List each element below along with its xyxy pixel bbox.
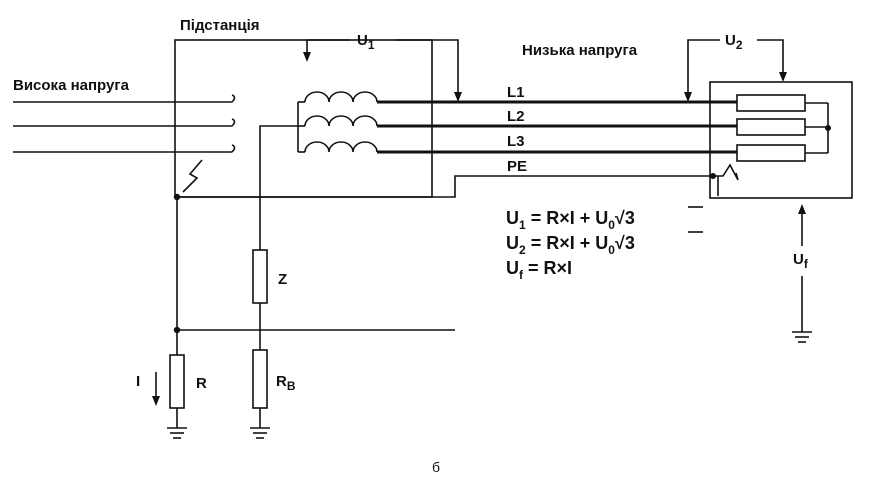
substation-ground-path <box>167 193 455 439</box>
formula-u2: U2 = R×I + U0√3 <box>506 233 635 257</box>
formula-u1: U1 = R×I + U0√3 <box>506 208 635 232</box>
uf-arrow <box>792 204 812 343</box>
current-label: I <box>136 373 140 390</box>
fault-bolt-substation <box>182 159 203 193</box>
load-resistors <box>736 94 831 162</box>
u2-label: U2 <box>725 32 743 52</box>
line-l3-label: L3 <box>507 133 525 150</box>
low-voltage-label: Низька напруга <box>522 42 638 59</box>
substation-label: Підстанція <box>180 17 260 34</box>
rb-label: RB <box>276 373 296 393</box>
transformer-coils <box>297 91 378 153</box>
formula-uf: Uf = R×I <box>506 258 572 282</box>
current-arrow <box>152 372 160 406</box>
u2-arrow <box>684 39 787 102</box>
uf-label: Uf <box>793 251 809 271</box>
phase-lines <box>377 100 737 154</box>
high-voltage-label: Висока напруга <box>13 77 130 94</box>
figure-caption: б <box>432 459 440 475</box>
line-pe-label: PE <box>507 158 527 175</box>
u1-arrow <box>303 39 462 102</box>
load-box <box>709 81 853 199</box>
line-l2-label: L2 <box>507 108 525 125</box>
line-l1-label: L1 <box>507 84 525 101</box>
r-label: R <box>196 375 207 392</box>
substation-box <box>174 39 433 198</box>
u1-label: U1 <box>357 32 375 52</box>
pe-conductor <box>175 163 739 198</box>
high-voltage-lines <box>13 94 236 153</box>
transformer-neutral-path <box>250 125 298 439</box>
z-label: Z <box>278 271 287 288</box>
